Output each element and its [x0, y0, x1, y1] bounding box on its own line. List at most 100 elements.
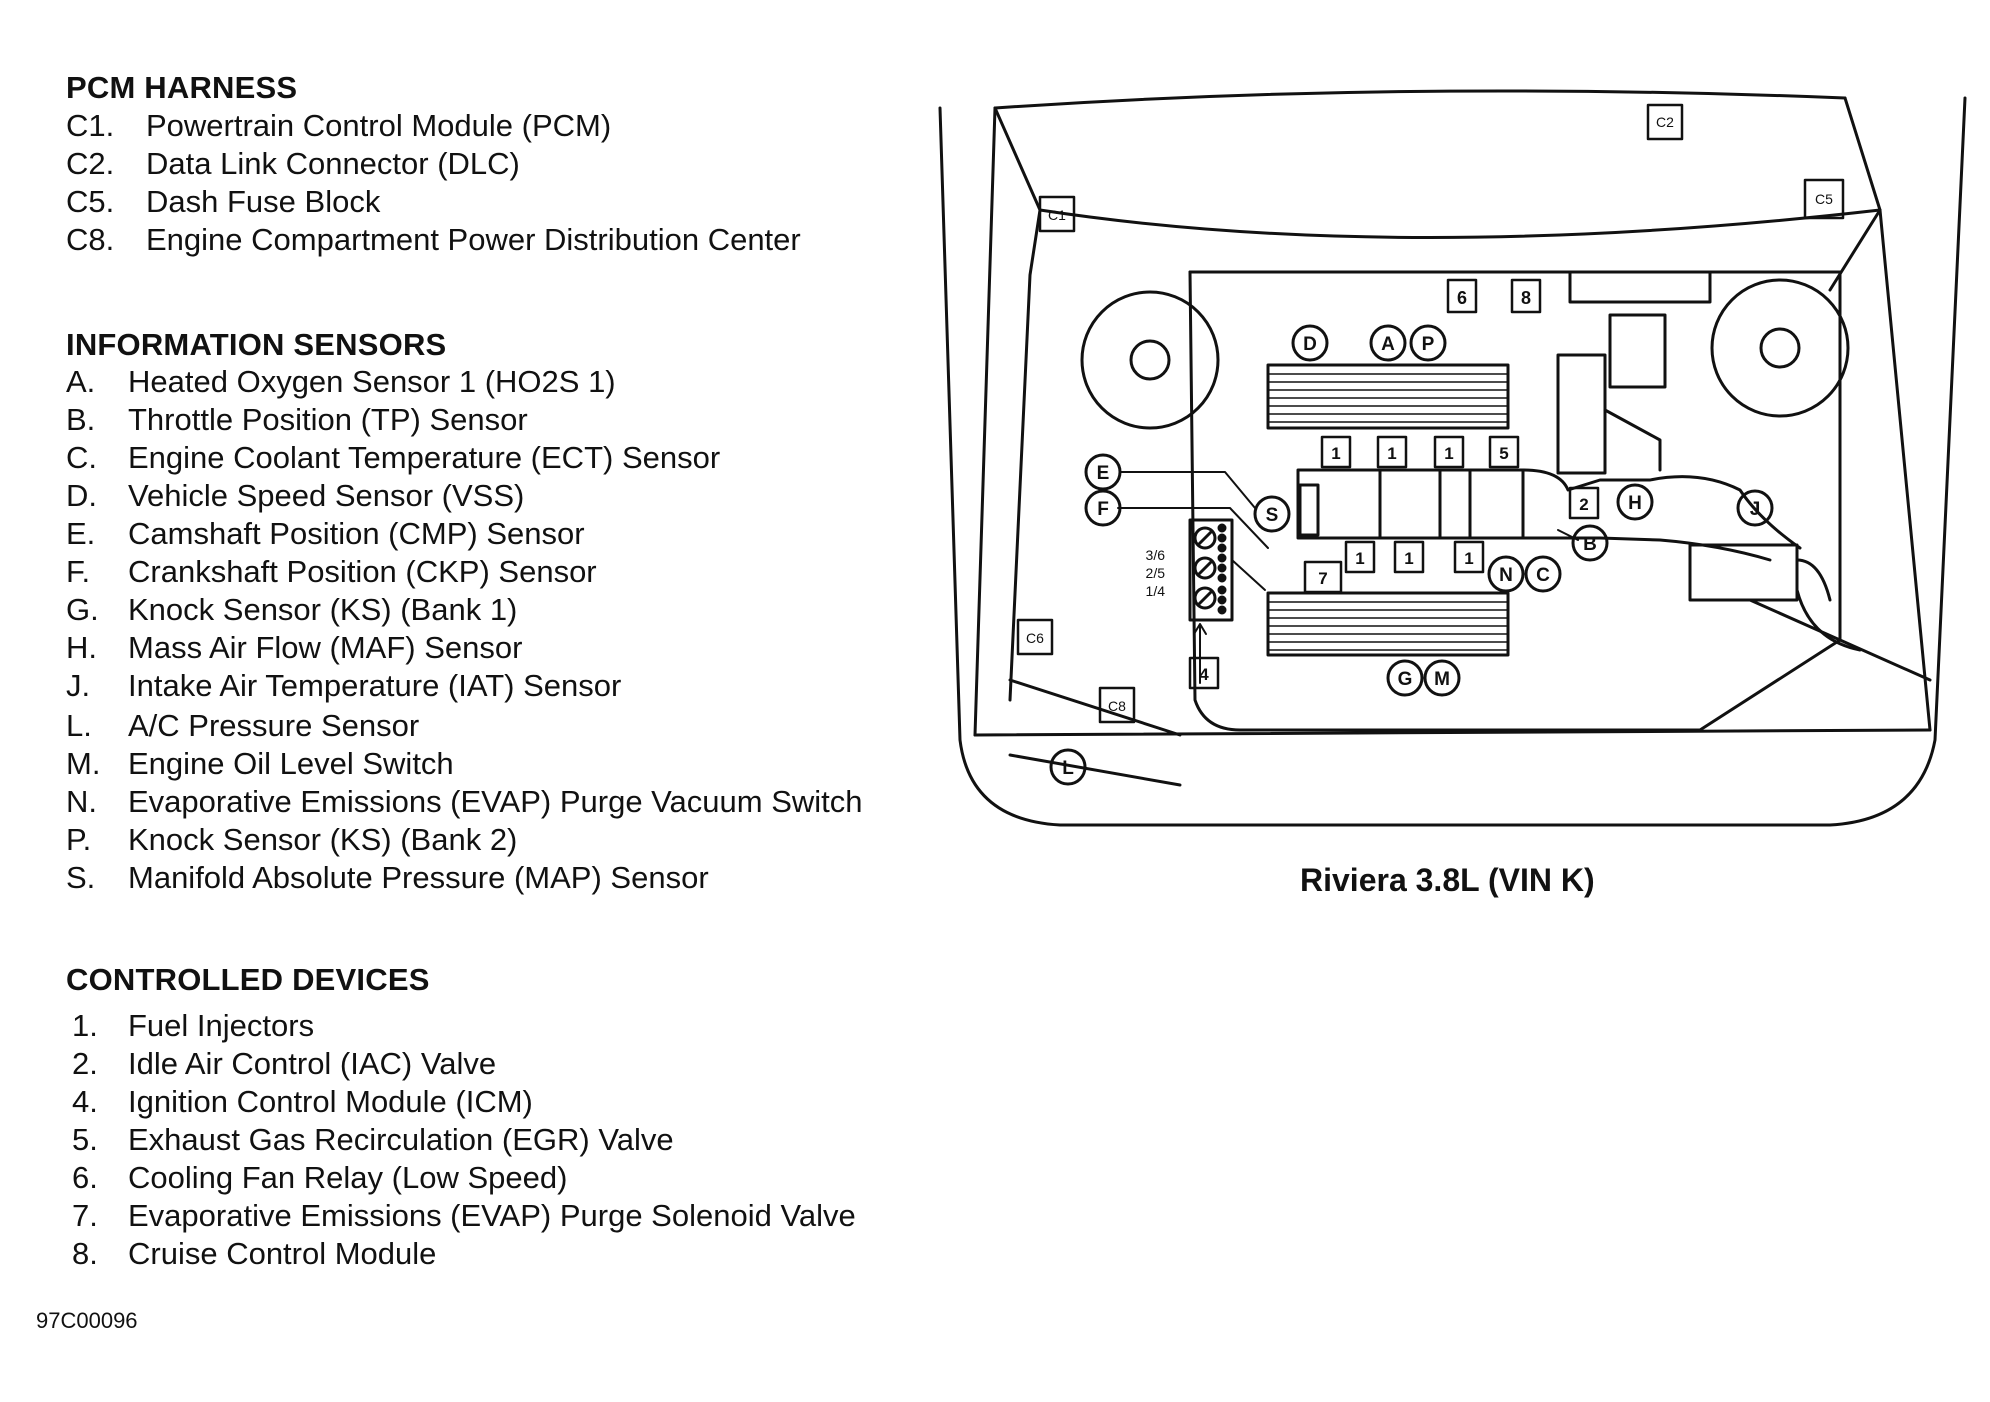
- connector-label-c5: C5: [1815, 191, 1833, 207]
- sensor-marker-p: P: [1409, 324, 1447, 362]
- sensor-marker-f: F: [1084, 489, 1122, 527]
- svg-text:1: 1: [1331, 444, 1340, 463]
- legend-item: 8.Cruise Control Module: [72, 1236, 437, 1271]
- coil-pack: [1188, 518, 1234, 684]
- legend-item: B.Throttle Position (TP) Sensor: [66, 402, 528, 437]
- connector-c5: C5: [1803, 178, 1845, 220]
- svg-text:G: G: [1398, 669, 1413, 690]
- sensor-marker-g: G: [1386, 659, 1424, 697]
- sensor-marker-j: J: [1736, 489, 1774, 527]
- svg-text:P: P: [1422, 334, 1435, 355]
- legend-item: 7.Evaporative Emissions (EVAP) Purge Sol…: [72, 1198, 856, 1233]
- svg-text:J: J: [1750, 499, 1761, 520]
- legend-item: H.Mass Air Flow (MAF) Sensor: [66, 630, 523, 665]
- legend-item: L.A/C Pressure Sensor: [66, 708, 420, 743]
- svg-text:8: 8: [1521, 288, 1531, 308]
- sensor-marker-h: H: [1616, 483, 1654, 521]
- svg-text:5: 5: [1499, 444, 1508, 463]
- figure-code: 97C00096: [36, 1308, 138, 1333]
- svg-text:6: 6: [1457, 288, 1467, 308]
- coil-label-2-5: 2/5: [1146, 565, 1166, 581]
- connector-label-c1: C1: [1048, 207, 1066, 223]
- legend-item: J.Intake Air Temperature (IAT) Sensor: [66, 668, 622, 703]
- component-box-1f: 1: [1453, 540, 1485, 574]
- connector-label-c8: C8: [1108, 698, 1126, 714]
- svg-text:1: 1: [1355, 549, 1364, 568]
- legend-item: N.Evaporative Emissions (EVAP) Purge Vac…: [66, 784, 863, 819]
- component-box-6: 6: [1446, 278, 1478, 314]
- sensor-marker-c: C: [1524, 555, 1562, 593]
- svg-text:7: 7: [1318, 569, 1327, 588]
- pcm-harness-title: PCM HARNESS: [66, 70, 298, 105]
- legend-item: G.Knock Sensor (KS) (Bank 1): [66, 592, 518, 627]
- vehicle-body-outline: [938, 89, 1967, 827]
- svg-text:1: 1: [1404, 549, 1413, 568]
- connector-c8: C8: [1098, 686, 1136, 724]
- svg-text:B: B: [1583, 534, 1597, 555]
- connector-label-c2: C2: [1656, 114, 1674, 130]
- connector-c6: C6: [1016, 618, 1054, 656]
- svg-text:1: 1: [1464, 549, 1473, 568]
- sensor-marker-e: E: [1084, 453, 1122, 491]
- svg-text:F: F: [1097, 499, 1109, 520]
- svg-text:C: C: [1536, 565, 1550, 586]
- svg-text:D: D: [1303, 334, 1317, 355]
- legend-item: 4.Ignition Control Module (ICM): [72, 1084, 533, 1119]
- component-box-1b: 1: [1376, 435, 1408, 469]
- sensor-marker-n: N: [1487, 555, 1525, 593]
- coil-label-1-4: 1/4: [1146, 583, 1166, 599]
- sensor-marker-a: A: [1369, 324, 1407, 362]
- component-box-7: 7: [1303, 560, 1343, 594]
- legend-item: 1.Fuel Injectors: [72, 1008, 315, 1043]
- valve-cover-rear: [1266, 363, 1510, 430]
- component-box-2: 2: [1568, 486, 1600, 520]
- legend-item: 2.Idle Air Control (IAC) Valve: [72, 1046, 497, 1081]
- legend-item: C1.Powertrain Control Module (PCM): [66, 108, 612, 143]
- svg-text:L: L: [1062, 758, 1074, 779]
- legend-item: E.Camshaft Position (CMP) Sensor: [66, 516, 585, 551]
- component-box-1d: 1: [1344, 540, 1376, 574]
- svg-text:4: 4: [1199, 665, 1209, 684]
- svg-text:S: S: [1266, 505, 1279, 526]
- connector-label-c6: C6: [1026, 630, 1044, 646]
- component-box-5: 5: [1488, 435, 1520, 469]
- air-cleaner: [1688, 543, 1862, 652]
- svg-text:H: H: [1628, 493, 1642, 514]
- component-box-4: 4: [1188, 656, 1220, 690]
- legend-item: 6.Cooling Fan Relay (Low Speed): [72, 1160, 568, 1195]
- svg-text:E: E: [1097, 463, 1110, 484]
- strut-tower-right: [1710, 278, 1850, 418]
- diagram-caption: Riviera 3.8L (VIN K): [1300, 862, 1595, 898]
- svg-text:2: 2: [1579, 495, 1588, 514]
- component-box-8: 8: [1510, 278, 1542, 314]
- svg-text:1: 1: [1387, 444, 1396, 463]
- legend-item: 5.Exhaust Gas Recirculation (EGR) Valve: [72, 1122, 674, 1157]
- engine-outline: [1188, 270, 1842, 732]
- sensor-marker-b: B: [1571, 524, 1609, 562]
- legend-item: F.Crankshaft Position (CKP) Sensor: [66, 554, 597, 589]
- component-box-1c: 1: [1433, 435, 1465, 469]
- information-sensors-title: INFORMATION SENSORS: [66, 327, 447, 362]
- strut-tower-left: [1080, 290, 1220, 430]
- connector-c1: C1: [1038, 195, 1076, 233]
- controlled-devices-title: CONTROLLED DEVICES: [66, 962, 430, 997]
- legend-item: S.Manifold Absolute Pressure (MAP) Senso…: [66, 860, 709, 895]
- legend-item: C5.Dash Fuse Block: [66, 184, 381, 219]
- legend-item: C2.Data Link Connector (DLC): [66, 146, 520, 181]
- sensor-marker-l: L: [1049, 748, 1087, 786]
- sensor-marker-s: S: [1253, 495, 1291, 533]
- sensor-marker-d: D: [1291, 324, 1329, 362]
- legend-item: P.Knock Sensor (KS) (Bank 2): [66, 822, 518, 857]
- valve-cover-front: [1266, 591, 1510, 657]
- svg-text:M: M: [1434, 669, 1450, 690]
- coil-label-3-6: 3/6: [1146, 547, 1166, 563]
- connector-c2: C2: [1646, 103, 1684, 141]
- svg-text:1: 1: [1444, 444, 1453, 463]
- legend-item: M.Engine Oil Level Switch: [66, 746, 454, 781]
- sensor-marker-m: M: [1423, 659, 1461, 697]
- legend-item: C.Engine Coolant Temperature (ECT) Senso…: [66, 440, 721, 475]
- battery-area: [1556, 270, 1712, 475]
- svg-text:A: A: [1381, 334, 1395, 355]
- svg-text:N: N: [1499, 565, 1513, 586]
